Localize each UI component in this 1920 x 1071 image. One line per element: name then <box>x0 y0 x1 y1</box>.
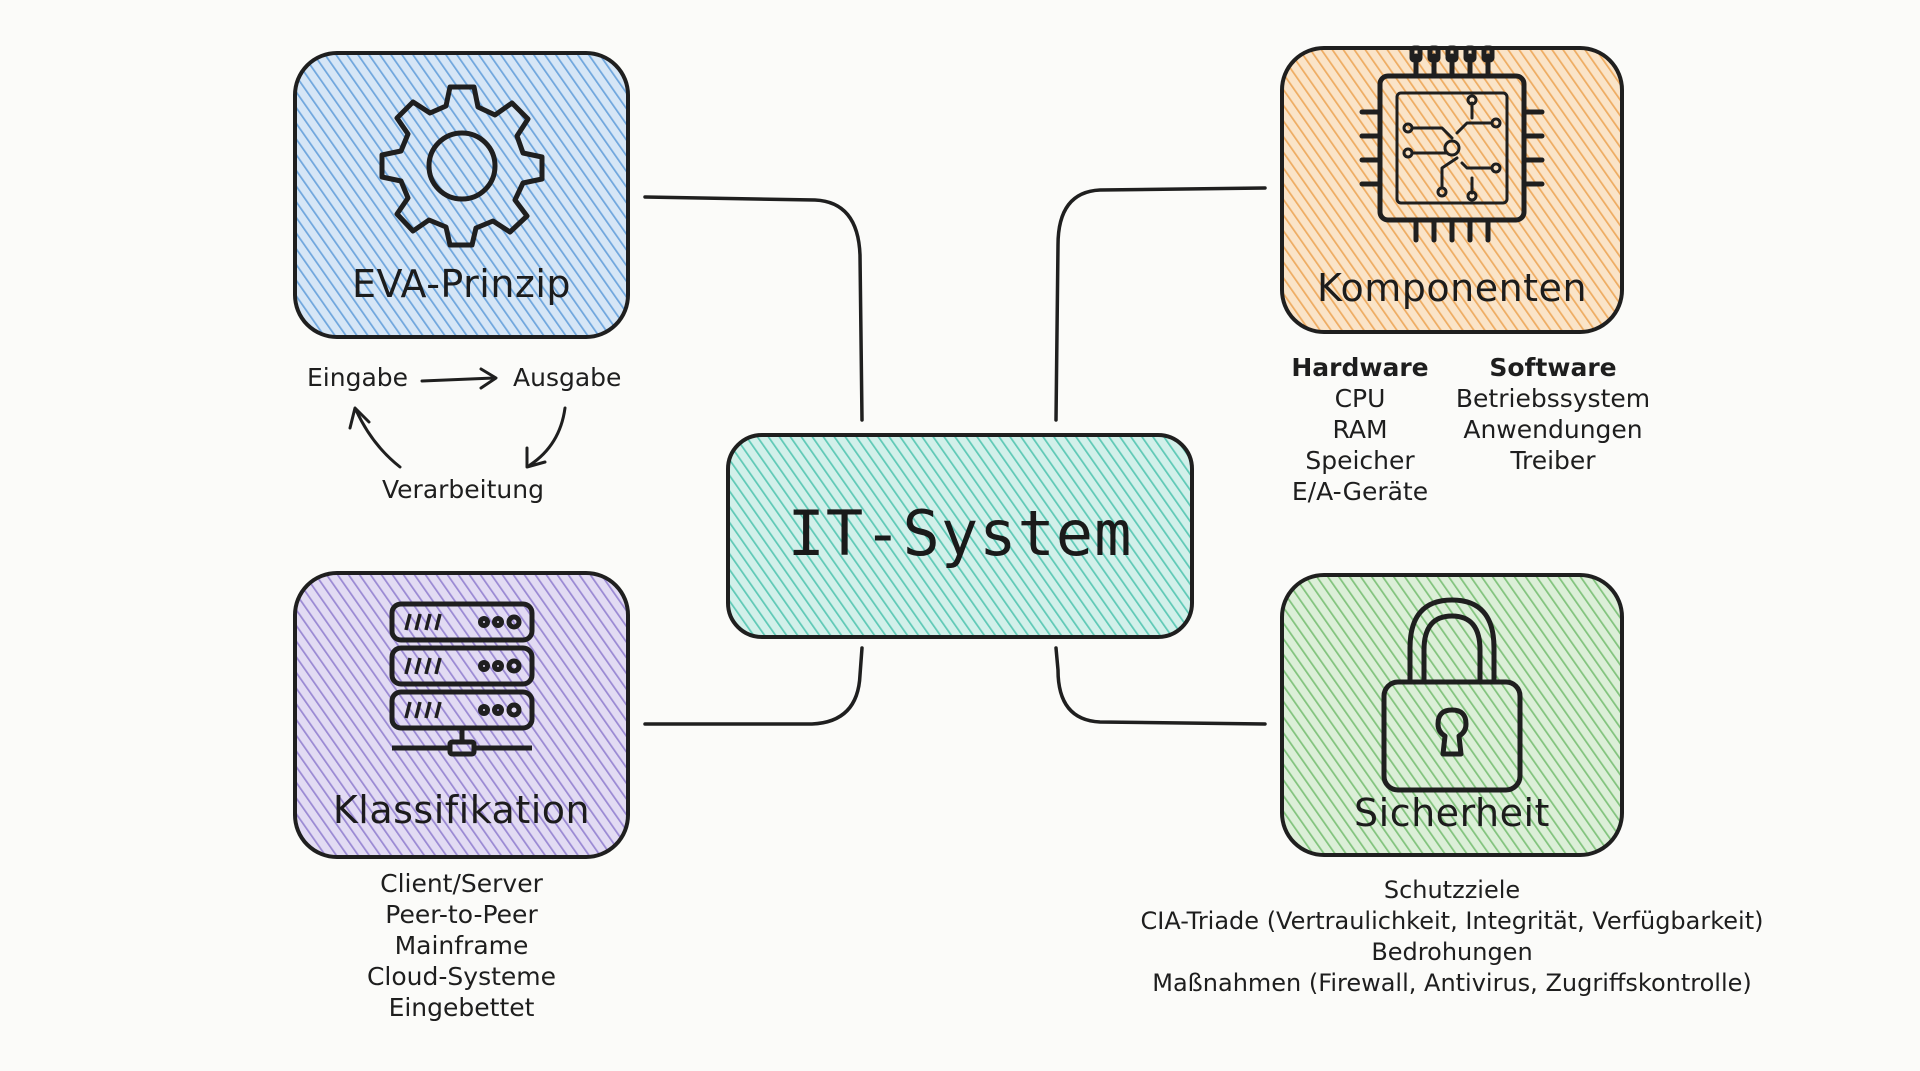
connector-klassifikation <box>643 646 864 726</box>
software-list: Software Betriebssystem Anwendungen Trei… <box>1448 352 1658 476</box>
list-item: Mainframe <box>394 931 529 960</box>
center-box <box>726 433 1194 639</box>
hardware-heading: Hardware <box>1291 353 1429 382</box>
list-item: E/A-Geräte <box>1291 477 1429 506</box>
connector-komponenten <box>1054 186 1267 422</box>
eva-input-label: Eingabe <box>307 363 409 392</box>
list-item: Betriebssystem <box>1455 384 1651 413</box>
hardware-list: Hardware CPU RAM Speicher E/A-Geräte <box>1270 352 1450 507</box>
connector-sicherheit <box>1054 646 1267 726</box>
arrow-input-to-output <box>420 376 496 383</box>
gear-icon <box>379 84 545 248</box>
eva-box <box>293 51 630 339</box>
software-heading: Software <box>1489 353 1617 382</box>
padlock-icon <box>1381 597 1523 793</box>
list-item: Speicher <box>1305 446 1415 475</box>
klassifikation-title: Klassifikation <box>332 788 591 832</box>
list-item: Schutzziele <box>1383 876 1521 904</box>
list-item: Treiber <box>1510 446 1596 475</box>
list-item: Bedrohungen <box>1371 938 1533 966</box>
arrow-process-to-input <box>354 408 402 469</box>
klassifikation-box <box>293 571 630 859</box>
eva-process-label: Verarbeitung <box>382 475 544 504</box>
cpu-chip-icon <box>1359 45 1545 243</box>
list-item: Anwendungen <box>1463 415 1643 444</box>
center-title: IT-System <box>787 497 1133 570</box>
connector-eva <box>643 195 864 422</box>
sicherheit-box <box>1280 573 1624 857</box>
eva-title: EVA-Prinzip <box>351 262 572 306</box>
list-item: CIA-Triade (Vertraulichkeit, Integrität,… <box>1140 907 1764 935</box>
list-item: Eingebettet <box>388 993 535 1022</box>
server-rack-icon <box>389 601 535 757</box>
arrow-output-to-process <box>528 406 567 467</box>
eva-output-label: Ausgabe <box>513 363 622 392</box>
list-item: Maßnahmen (Firewall, Antivirus, Zugriffs… <box>1152 969 1752 997</box>
klassifikation-list: Client/Server Peer-to-Peer Mainframe Clo… <box>335 868 588 1023</box>
list-item: Cloud-Systeme <box>366 962 557 991</box>
list-item: RAM <box>1332 415 1388 444</box>
sicherheit-list: Schutzziele CIA-Triade (Vertraulichkeit,… <box>1072 875 1832 999</box>
connectors <box>643 186 1267 726</box>
list-item: Peer-to-Peer <box>385 900 538 929</box>
list-item: Client/Server <box>380 869 543 898</box>
sicherheit-title: Sicherheit <box>1354 791 1550 835</box>
komponenten-title: Komponenten <box>1316 266 1588 310</box>
list-item: CPU <box>1334 384 1386 413</box>
eva-cycle-arrows <box>348 367 567 469</box>
